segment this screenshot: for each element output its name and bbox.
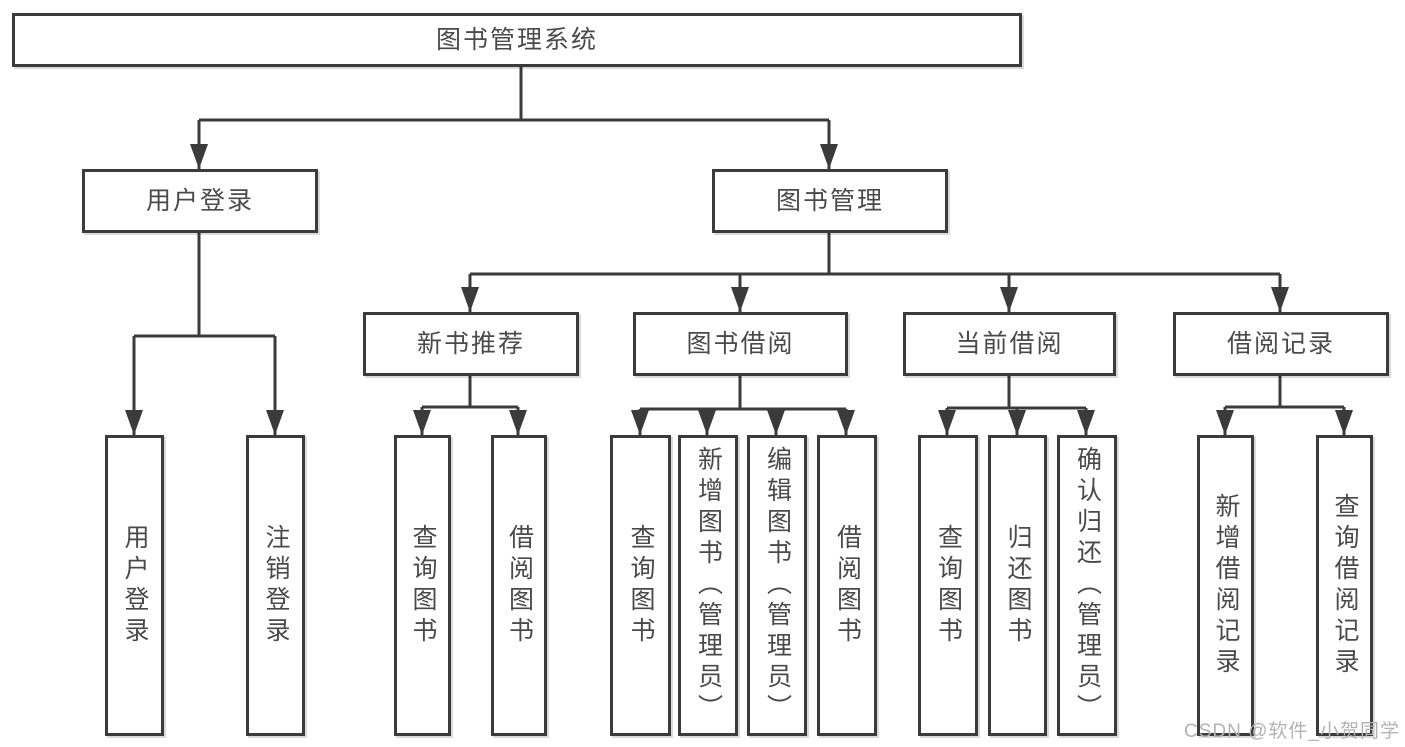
node-current-borrow-label: 当前借阅: [955, 329, 1064, 358]
leaf-current-confirm-label: 确认归还（管理员）: [1073, 446, 1102, 725]
leaf-borrow-query-label: 查询图书: [627, 523, 655, 648]
node-user-login: 用户登录: [82, 169, 318, 233]
leaf-borrow-borrow: 借阅图书: [817, 435, 877, 736]
connector-new-book-to-leaves: [413, 375, 527, 435]
node-root: 图书管理系统: [12, 13, 1022, 67]
node-book-mgmt: 图书管理: [712, 169, 948, 233]
node-borrow-record: 借阅记录: [1173, 312, 1389, 376]
connector-book-borrow-to-leaves: [631, 375, 855, 435]
node-root-label: 图书管理系统: [435, 25, 598, 54]
node-borrow-record-label: 借阅记录: [1226, 329, 1335, 358]
node-new-book: 新书推荐: [363, 312, 579, 376]
leaf-record-query-label: 查询借阅记录: [1331, 492, 1359, 679]
leaf-newbook-borrow: 借阅图书: [491, 435, 547, 736]
node-user-login-label: 用户登录: [145, 186, 254, 215]
connector-root-to-level2: [190, 67, 838, 169]
leaf-borrow-borrow-label: 借阅图书: [833, 523, 862, 648]
leaf-current-query-label: 查询图书: [934, 523, 963, 648]
leaf-logout: 注销登录: [246, 435, 305, 736]
leaf-newbook-query-label: 查询图书: [409, 523, 437, 648]
leaf-current-query: 查询图书: [918, 435, 978, 736]
leaf-borrow-add: 新增图书（管理员）: [678, 435, 738, 736]
leaf-borrow-query: 查询图书: [610, 435, 671, 736]
leaf-user-login-label: 用户登录: [121, 523, 149, 648]
node-new-book-label: 新书推荐: [416, 329, 525, 358]
connector-current-borrow-to-leaves: [938, 375, 1095, 435]
leaf-user-login: 用户登录: [105, 435, 164, 736]
connector-borrow-record-to-leaves: [1216, 375, 1353, 435]
leaf-record-query: 查询借阅记录: [1316, 435, 1373, 736]
leaf-newbook-borrow-label: 借阅图书: [505, 523, 534, 648]
leaf-borrow-edit: 编辑图书（管理员）: [747, 435, 807, 736]
node-book-borrow: 图书借阅: [633, 312, 848, 376]
leaf-current-return: 归还图书: [988, 435, 1047, 736]
leaf-newbook-query: 查询图书: [394, 435, 451, 736]
node-book-borrow-label: 图书借阅: [686, 329, 795, 358]
connector-book-mgmt-to-level3: [461, 232, 1289, 312]
leaf-borrow-edit-label: 编辑图书（管理员）: [763, 446, 792, 725]
leaf-borrow-add-label: 新增图书（管理员）: [694, 446, 723, 725]
leaf-logout-label: 注销登录: [262, 523, 290, 648]
leaf-current-confirm: 确认归还（管理员）: [1057, 435, 1117, 736]
connector-user-login-to-leaves: [125, 232, 284, 435]
csdn-watermark: CSDN @软件_小贺同学: [1184, 721, 1400, 742]
leaf-current-return-label: 归还图书: [1004, 523, 1032, 648]
node-book-mgmt-label: 图书管理: [775, 186, 884, 215]
node-current-borrow: 当前借阅: [903, 312, 1116, 376]
leaf-record-add-label: 新增借阅记录: [1212, 492, 1240, 679]
leaf-record-add: 新增借阅记录: [1197, 435, 1254, 736]
